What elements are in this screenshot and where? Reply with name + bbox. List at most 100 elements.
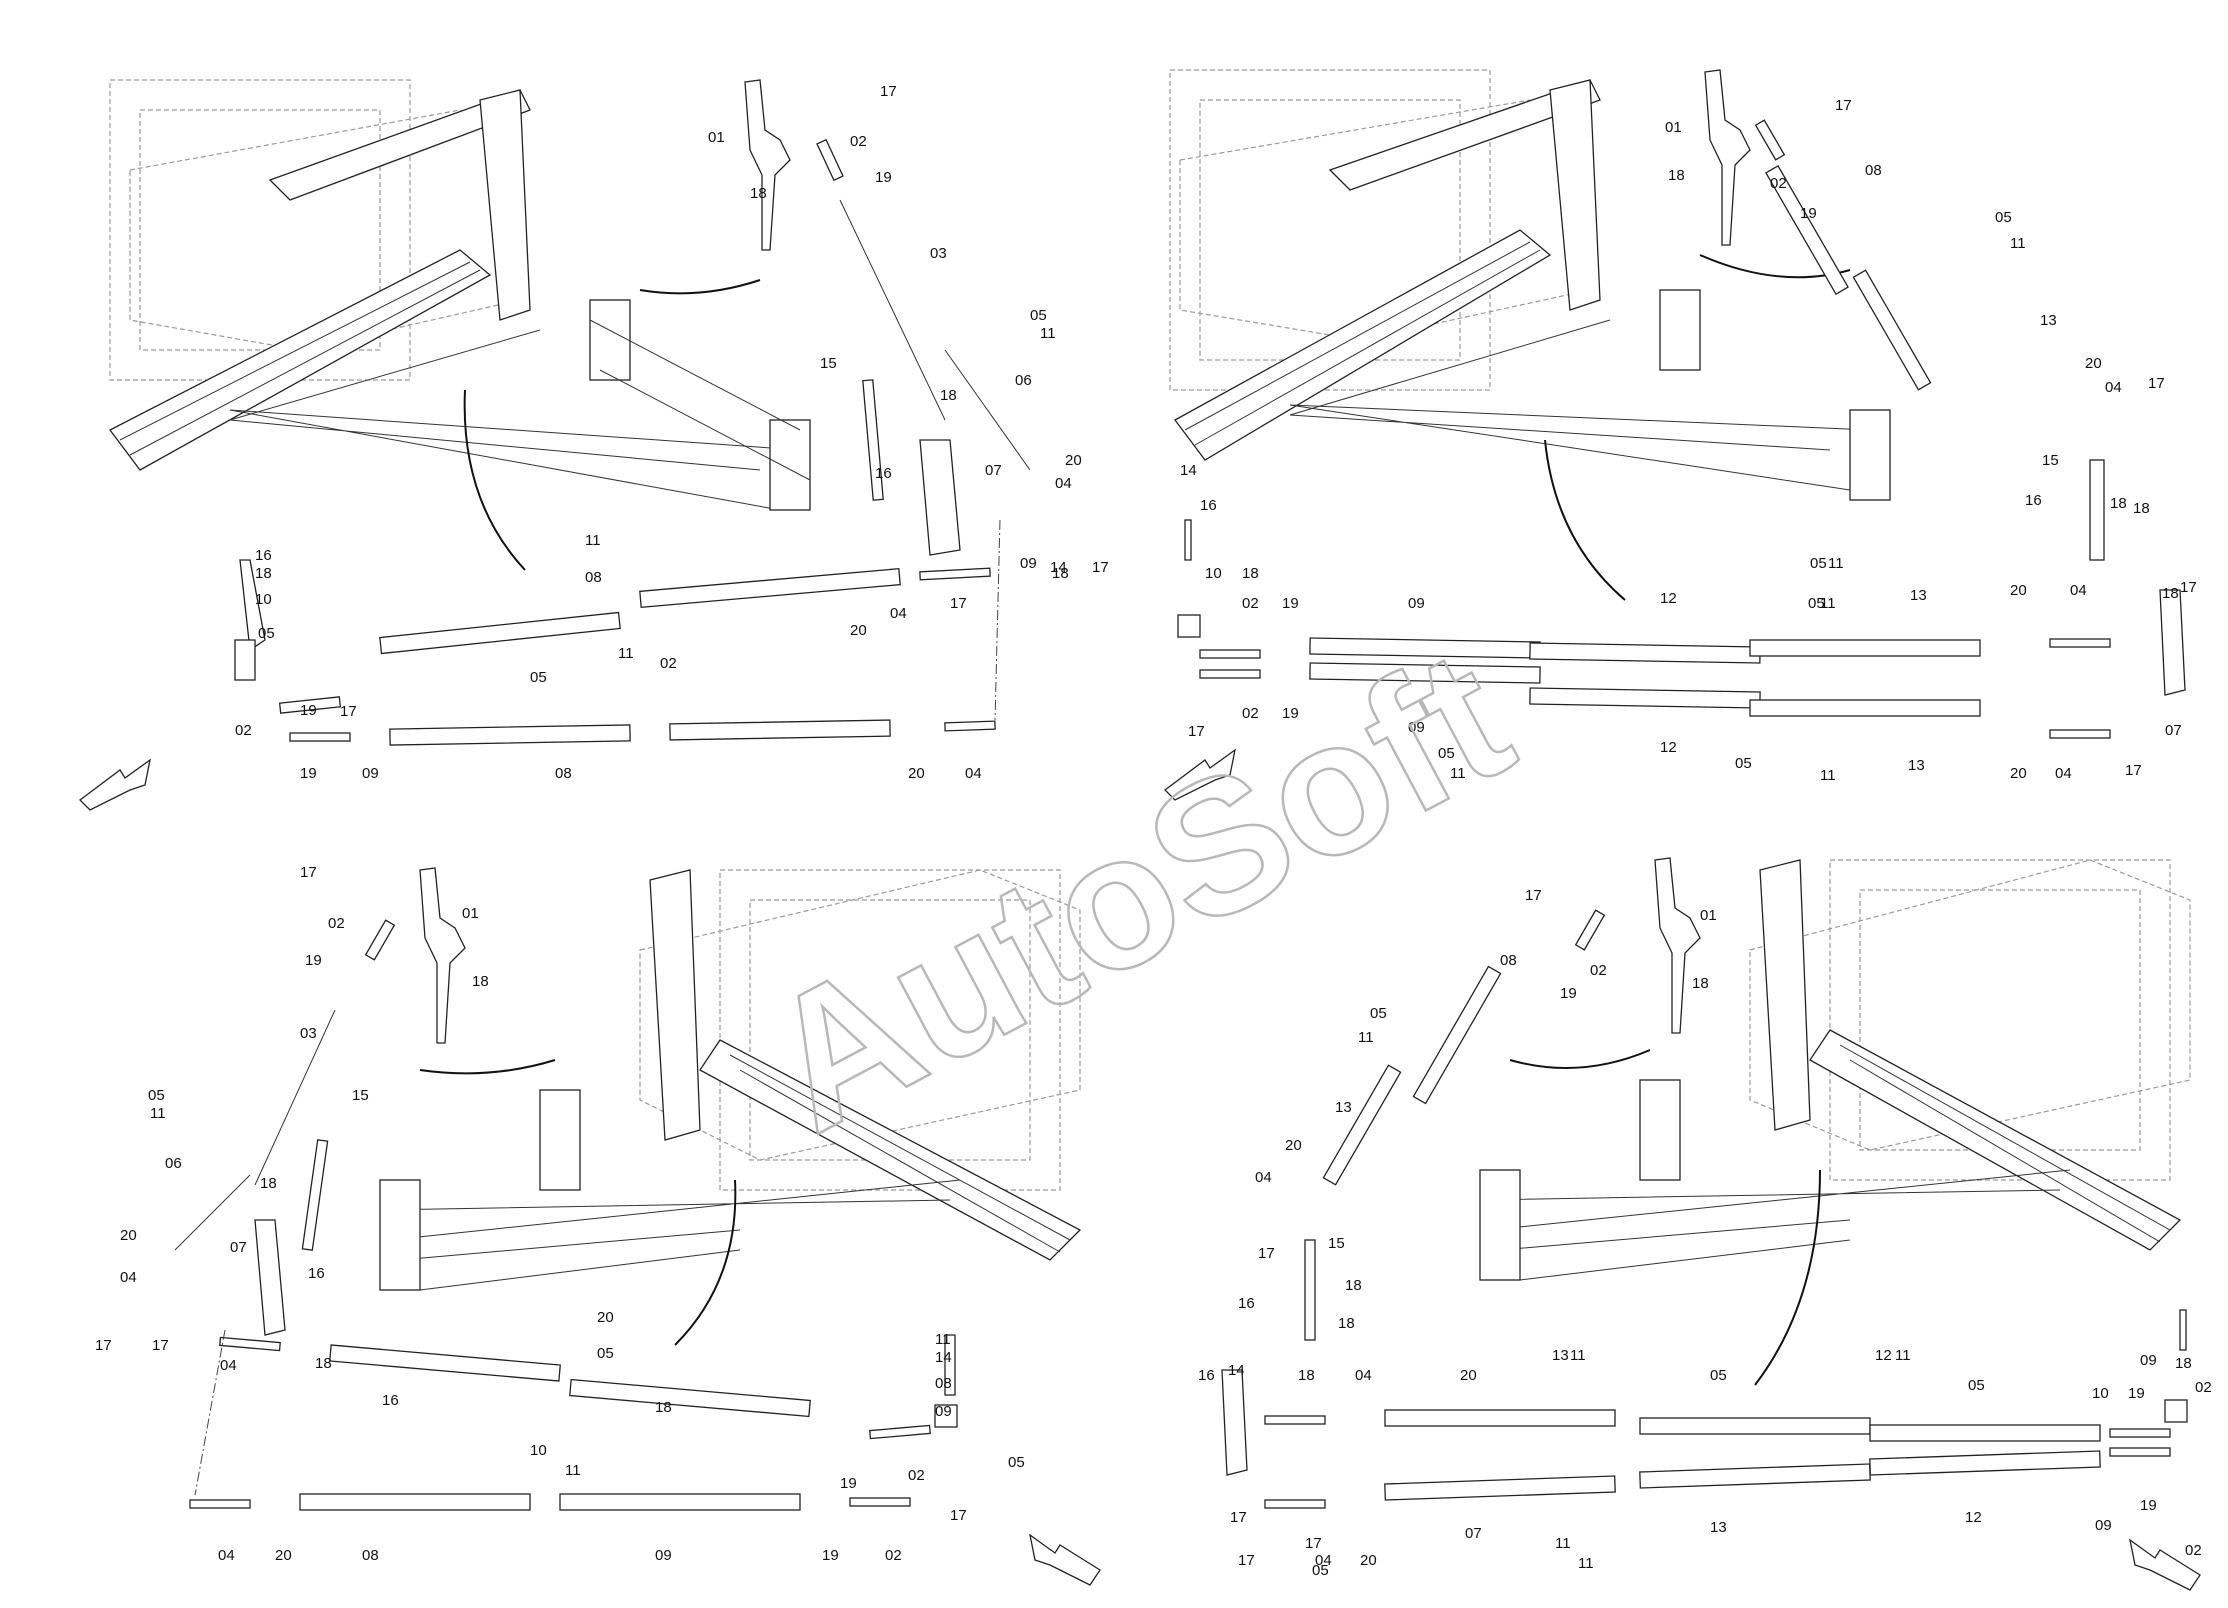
- rod-03: [839, 199, 946, 421]
- callout-01: 01: [1665, 119, 1682, 136]
- callout-15: 15: [352, 1087, 369, 1104]
- callout-20: 20: [908, 765, 925, 782]
- parts: [234, 79, 1031, 746]
- callout-18: 18: [315, 1355, 332, 1372]
- callout-17: 17: [950, 595, 967, 612]
- callout-16: 16: [2025, 492, 2042, 509]
- callout-18: 18: [1692, 975, 1709, 992]
- direction-arrow: [1509, 1049, 1651, 1069]
- bolt-04-lower: [1264, 1499, 1326, 1509]
- tube-13: [1749, 639, 1981, 657]
- callout-12: 12: [1660, 590, 1677, 607]
- callout-09: 09: [935, 1403, 952, 1420]
- callout-17: 17: [300, 864, 317, 881]
- callout-04: 04: [120, 1269, 137, 1286]
- bolt-02: [2109, 1428, 2171, 1438]
- callout-18: 18: [1668, 167, 1685, 184]
- callout-04: 04: [2105, 379, 2122, 396]
- parts: [174, 867, 958, 1511]
- bolt-04-lower: [944, 720, 996, 732]
- callout-09: 09: [2140, 1352, 2157, 1369]
- bracket-01: [419, 867, 466, 1044]
- callout-05: 05: [1312, 1562, 1329, 1579]
- callout-09: 09: [2095, 1517, 2112, 1534]
- callout-11: 11: [1040, 325, 1056, 342]
- bolt-04: [919, 567, 991, 581]
- tube-08: [639, 567, 901, 609]
- callout-19: 19: [1282, 705, 1299, 722]
- quadrant-bottom-right: [1221, 857, 2201, 1591]
- lower-rod-assembly: [289, 719, 996, 746]
- callout-07: 07: [1465, 1525, 1482, 1542]
- bracket-07: [1221, 1369, 1248, 1476]
- callout-16: 16: [1238, 1295, 1255, 1312]
- callout-18: 18: [260, 1175, 277, 1192]
- callout-11: 11: [1570, 1347, 1586, 1364]
- callout-10: 10: [530, 1442, 547, 1459]
- tube-13-lower: [1749, 699, 1981, 717]
- crawler-track: [109, 249, 492, 471]
- callout-11: 11: [585, 532, 601, 549]
- callout-04: 04: [890, 605, 907, 622]
- callout-19: 19: [1282, 595, 1299, 612]
- rod-06: [944, 349, 1031, 471]
- callout-20: 20: [2010, 765, 2027, 782]
- callout-17: 17: [950, 1507, 967, 1524]
- pin-15: [2089, 459, 2105, 561]
- callout-03: 03: [930, 245, 947, 262]
- callout-08: 08: [555, 765, 572, 782]
- callout-17: 17: [1525, 887, 1542, 904]
- callout-15: 15: [2042, 452, 2059, 469]
- callout-17: 17: [880, 83, 897, 100]
- tube-08: [1765, 164, 1849, 296]
- callout-18: 18: [2175, 1355, 2192, 1372]
- tube-08-lower: [299, 1493, 531, 1511]
- tube-12-lower: [1529, 687, 1761, 709]
- callout-05: 05: [148, 1087, 165, 1104]
- callout-04: 04: [1255, 1169, 1272, 1186]
- orientation-arrow-icon: [1029, 1533, 1101, 1586]
- tube-09-lower: [389, 724, 631, 746]
- callout-04: 04: [1355, 1367, 1372, 1384]
- callout-18: 18: [655, 1399, 672, 1416]
- callout-18: 18: [2110, 495, 2127, 512]
- callout-04: 04: [2055, 765, 2072, 782]
- machine-drawing: [109, 79, 811, 511]
- callout-20: 20: [1460, 1367, 1477, 1384]
- callout-03: 03: [300, 1025, 317, 1042]
- callout-16: 16: [1200, 497, 1217, 514]
- direction-arrow: [674, 1179, 737, 1346]
- parts: [1221, 857, 2188, 1509]
- bolt-04-lower: [2049, 729, 2111, 739]
- tube-08: [1412, 965, 1502, 1105]
- callout-18: 18: [2162, 585, 2179, 602]
- callout-16: 16: [308, 1265, 325, 1282]
- tube-09: [379, 611, 621, 655]
- crawler-track: [699, 1039, 1082, 1261]
- direction-arrow: [419, 1059, 556, 1075]
- callout-20: 20: [850, 622, 867, 639]
- direction-arrow: [1754, 1169, 1821, 1386]
- machine-drawing: [379, 869, 1082, 1291]
- callout-20: 20: [120, 1227, 137, 1244]
- callout-19: 19: [300, 765, 317, 782]
- callout-09: 09: [1020, 555, 1037, 572]
- callout-16: 16: [875, 465, 892, 482]
- callout-04: 04: [965, 765, 982, 782]
- callout-18: 18: [255, 565, 272, 582]
- callout-04: 04: [220, 1357, 237, 1374]
- callout-17: 17: [1188, 723, 1205, 740]
- callout-10: 10: [1205, 565, 1222, 582]
- upper-rod-assembly: [219, 1336, 931, 1440]
- callout-02: 02: [328, 915, 345, 932]
- callout-09: 09: [1408, 719, 1425, 736]
- callout-17: 17: [95, 1337, 112, 1354]
- callout-02: 02: [885, 1547, 902, 1564]
- rod-03: [254, 1009, 336, 1186]
- callout-19: 19: [305, 952, 322, 969]
- callout-15: 15: [1328, 1235, 1345, 1252]
- callout-02: 02: [2195, 1379, 2212, 1396]
- callout-20: 20: [2085, 355, 2102, 372]
